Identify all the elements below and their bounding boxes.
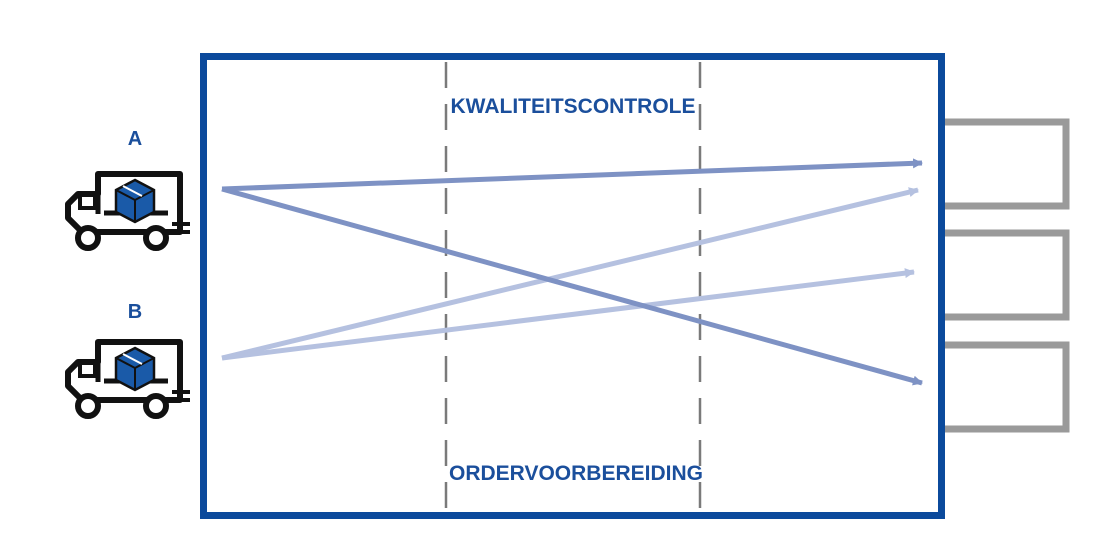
truck-a: A	[65, 128, 190, 251]
loading-dock-1	[944, 118, 1070, 210]
delivery-truck-icon	[65, 171, 190, 251]
loading-docks	[944, 118, 1070, 433]
package-box-icon	[114, 178, 156, 224]
loading-dock-3	[944, 341, 1070, 433]
zone-label-order-picking: ORDERVOORBEREIDING	[449, 462, 703, 485]
truck-b-label: B	[128, 301, 142, 323]
zone-label-quality-control: KWALITEITSCONTROLE	[451, 95, 696, 118]
flow-arrow-b-to-dock-1	[221, 187, 919, 361]
flow-arrow-a-to-dock-1	[221, 158, 923, 192]
flow-arrow-a-to-dock-3	[221, 186, 923, 386]
delivery-truck-icon	[65, 339, 190, 419]
loading-dock-2	[944, 229, 1070, 321]
flow-arrows	[221, 158, 923, 386]
warehouse-outline	[200, 53, 945, 519]
truck-b: B	[65, 301, 190, 419]
package-box-icon	[114, 346, 156, 392]
truck-a-label: A	[128, 128, 142, 150]
flow-arrow-b-to-dock-2	[221, 268, 915, 361]
